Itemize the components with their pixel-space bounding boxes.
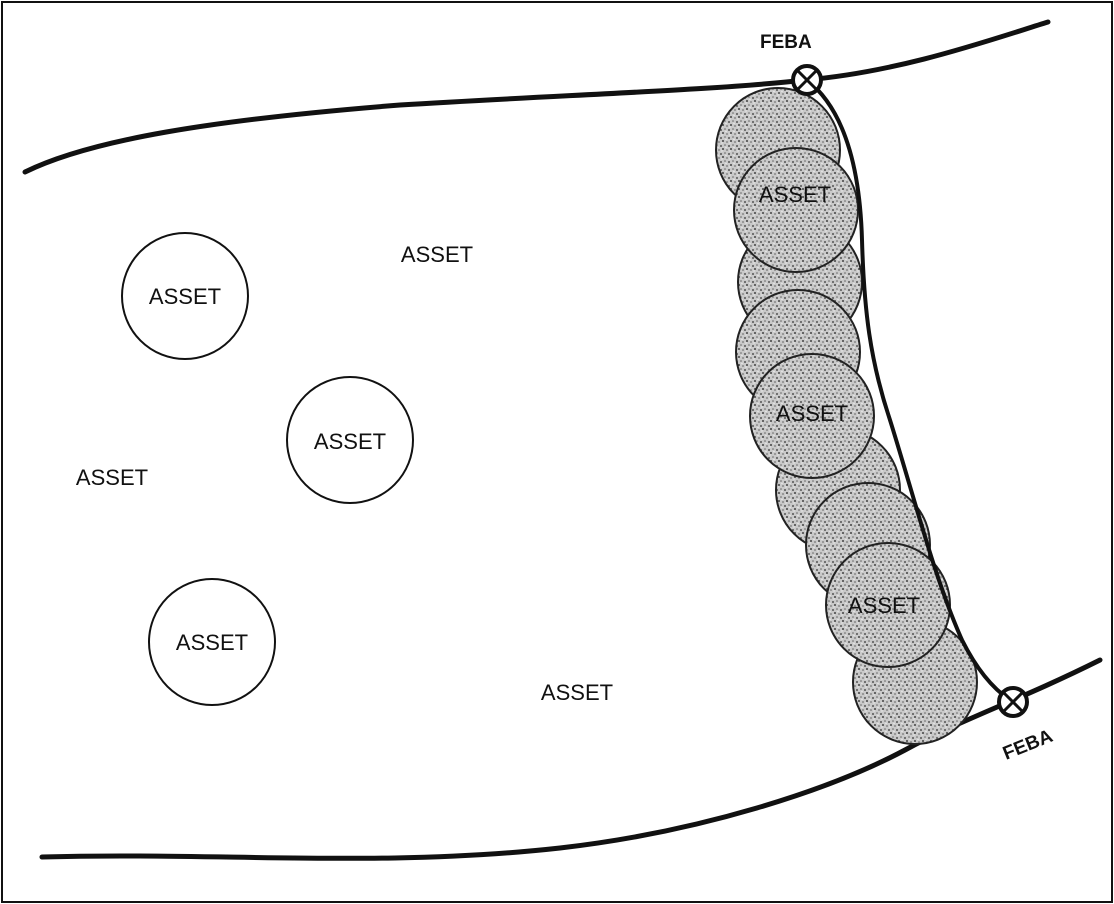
asset-circle [121, 232, 249, 360]
asset-circle [148, 578, 276, 706]
asset-label: ASSET [776, 401, 848, 426]
asset-circle [286, 376, 414, 504]
feba-marker-bottom [997, 686, 1029, 718]
asset-label: ASSET [401, 242, 473, 267]
asset-label: ASSET [314, 429, 386, 454]
asset-label: ASSET [76, 465, 148, 490]
feba-label-bottom: FEBA [1000, 726, 1056, 765]
feba-marker-top [791, 64, 823, 96]
top-boundary-line [22, 19, 1051, 175]
feba-shaded-assets [715, 87, 978, 745]
feba-line [805, 78, 1012, 702]
asset-label: ASSET [759, 182, 831, 207]
asset-label: ASSET [541, 680, 613, 705]
feba-label-top: FEBA [760, 32, 812, 53]
asset-label: ASSET [176, 630, 248, 655]
asset-label: ASSET [149, 284, 221, 309]
shaded-asset-circle [749, 353, 875, 479]
bottom-boundary-line [39, 657, 1103, 861]
asset-label: ASSET [848, 593, 920, 618]
shaded-asset-circle [825, 542, 951, 668]
shaded-asset-circle [733, 147, 859, 273]
